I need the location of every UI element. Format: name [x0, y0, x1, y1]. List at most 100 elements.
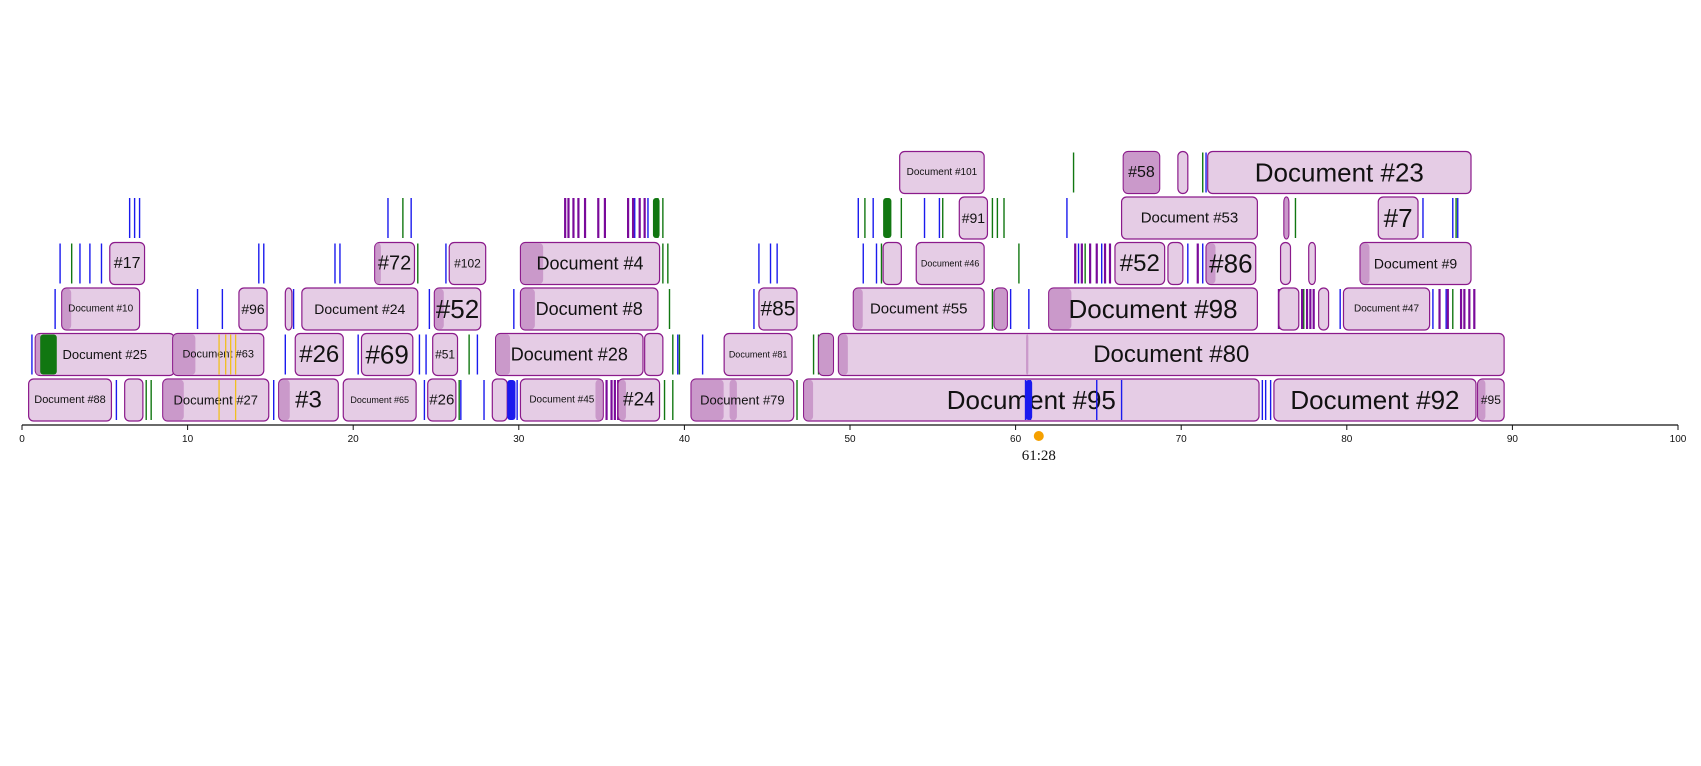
document-label: Document #98: [1068, 294, 1237, 324]
document-box: Document #27: [162, 378, 270, 422]
document-rect: [1177, 150, 1189, 195]
document-label: Document #25: [63, 347, 148, 362]
document-read-shade: [1049, 288, 1072, 330]
x-axis-tick-label: 80: [1341, 434, 1353, 445]
document-box: Document #47: [1342, 287, 1431, 331]
document-box: [1278, 287, 1300, 331]
document-read-shade: [804, 379, 814, 421]
document-read-shade: [173, 334, 196, 375]
document-box: Document #79: [690, 378, 795, 422]
x-axis-tick-label: 0: [19, 434, 25, 445]
x-axis-tick-label: 50: [844, 434, 856, 445]
document-box: Document #65: [342, 378, 417, 422]
document-label: #3: [295, 387, 322, 414]
document-rect: [1342, 287, 1431, 331]
document-box: #72: [374, 241, 416, 286]
document-box: Document #45: [519, 378, 604, 422]
document-rect: [432, 332, 459, 377]
document-label: Document #47: [1354, 304, 1419, 315]
document-box: Document #10: [61, 287, 141, 331]
document-rect: [1167, 241, 1184, 286]
document-rect: [124, 378, 144, 422]
document-rect: [284, 287, 293, 331]
document-rect: [519, 287, 659, 331]
document-read-shade: [994, 288, 1007, 330]
document-rect: [109, 241, 146, 286]
document-rect: [162, 378, 270, 422]
document-rect: [172, 332, 265, 377]
document-read-shade: [595, 379, 603, 421]
x-axis-tick-label: 70: [1176, 434, 1188, 445]
document-rect: [28, 378, 113, 422]
document-label: Document #9: [1374, 256, 1457, 272]
document-label: #102: [454, 257, 481, 271]
document-box: #69: [360, 332, 414, 377]
document-label: #24: [623, 390, 655, 411]
document-box: #58: [1122, 150, 1161, 195]
document-label: Document #28: [511, 345, 628, 365]
document-rect: [294, 332, 344, 377]
document-read-shade: [520, 243, 544, 284]
document-read-shade: [618, 379, 626, 421]
document-rect: [758, 287, 798, 331]
green-event-bar: [652, 198, 660, 238]
document-label: Document #23: [1255, 158, 1424, 188]
document-box: [491, 378, 508, 422]
green-event-bar: [883, 198, 892, 238]
document-label: #52: [1120, 250, 1160, 277]
document-read-shade: [1284, 197, 1289, 239]
document-read-shade: [434, 288, 444, 330]
document-box: [1318, 287, 1330, 331]
document-rect: [644, 332, 664, 377]
document-read-shade: [62, 288, 72, 330]
document-rect: [448, 241, 487, 286]
document-label: #72: [378, 253, 411, 275]
document-label: Document #55: [870, 301, 968, 318]
document-read-shade: [375, 243, 381, 284]
document-box: Document #81: [723, 332, 793, 377]
document-rect: [1377, 196, 1419, 240]
document-rect: [238, 287, 268, 331]
document-read-shade: [1360, 243, 1370, 284]
document-label: Document #65: [350, 395, 409, 405]
document-rect: [1048, 287, 1258, 331]
document-label: Document #45: [529, 395, 594, 406]
document-box: #52: [433, 287, 482, 331]
document-box: #24: [617, 378, 661, 422]
document-label: #51: [435, 348, 455, 362]
green-event-bar: [40, 334, 57, 375]
document-box: Document #101: [899, 150, 985, 195]
document-label: Document #80: [1093, 341, 1249, 368]
document-box: [1177, 150, 1189, 195]
document-box: [1279, 241, 1292, 286]
document-box: #26: [427, 378, 457, 422]
x-axis-tick-label: 90: [1507, 434, 1519, 445]
x-axis-tick-label: 100: [1670, 434, 1687, 445]
document-read-shade: [279, 379, 290, 421]
document-box: Document #9: [1359, 241, 1472, 286]
document-label: Document #53: [1141, 210, 1239, 227]
document-label: Document #24: [314, 301, 405, 317]
document-rect: [1279, 241, 1292, 286]
document-box: [644, 332, 664, 377]
document-rect: [374, 241, 416, 286]
document-box: [882, 241, 902, 286]
document-box: [284, 287, 293, 331]
document-read-shade: [1206, 243, 1216, 284]
document-box: [1167, 241, 1184, 286]
document-box: #7: [1377, 196, 1419, 240]
document-rect: [301, 287, 419, 331]
document-read-shade: [496, 334, 511, 375]
document-box: #3: [278, 378, 339, 422]
document-read-shade: [853, 288, 863, 330]
document-box: Document #88: [28, 378, 113, 422]
document-box: Document #98: [1048, 287, 1258, 331]
document-rect: [1278, 287, 1300, 331]
document-read-shade: [838, 334, 848, 375]
x-axis-tick-label: 20: [348, 434, 360, 445]
document-rect: [1273, 378, 1477, 422]
document-read-shade: [520, 288, 535, 330]
document-box: #86: [1205, 241, 1257, 286]
document-box: #52: [1114, 241, 1166, 286]
